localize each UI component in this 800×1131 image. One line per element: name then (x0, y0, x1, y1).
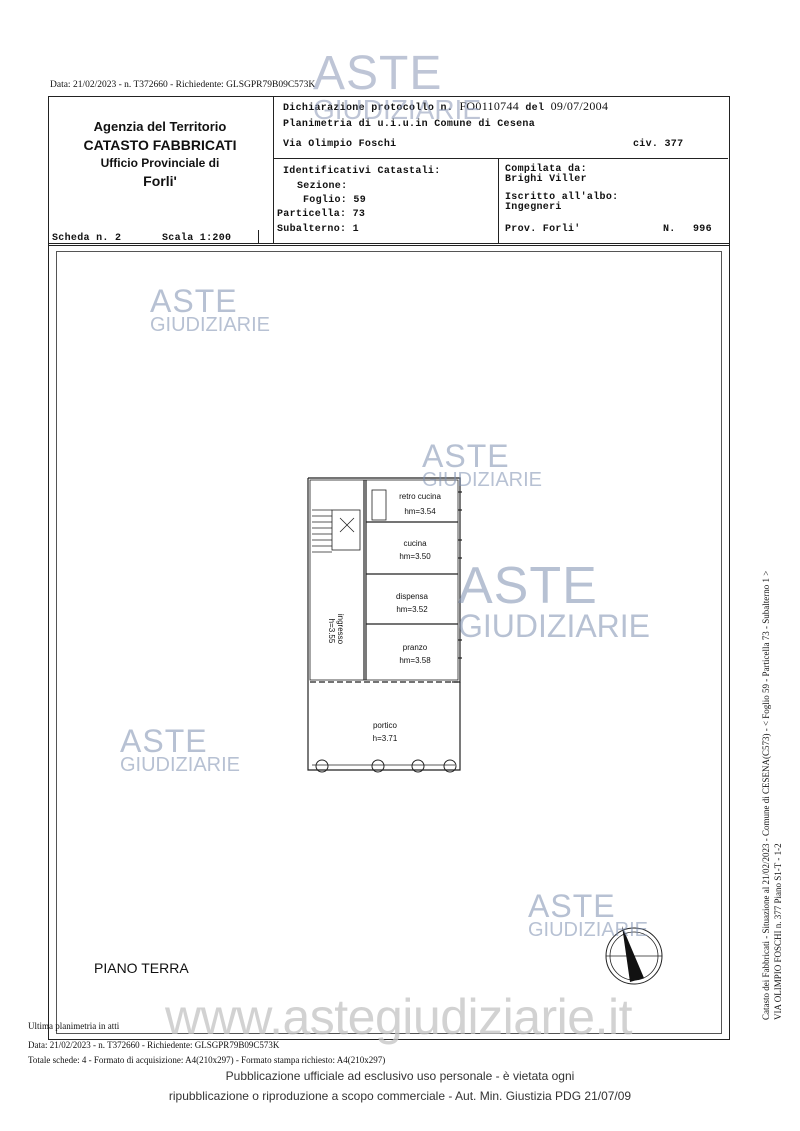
ufficio-label: Ufficio Provinciale di (100, 156, 220, 170)
room-ingresso: ingresso h=3.55 (327, 599, 345, 659)
declaration-line: Dichiarazione protocollo n. FO0110744 de… (283, 99, 608, 114)
province: Prov. Forli' (505, 224, 581, 235)
drawing-frame-inner (56, 251, 722, 1034)
albo-number: 996 (693, 224, 712, 235)
side-line-1: Catasto dei Fabbricati - Situazione al 2… (761, 570, 771, 1020)
floor-plan (307, 477, 462, 773)
publication-notice-2: ripubblicazione o riproduzione a scopo c… (168, 1089, 632, 1103)
publication-notice-1: Pubblicazione ufficiale ad esclusivo uso… (225, 1069, 575, 1083)
foglio-field: Foglio: 59 (303, 195, 367, 206)
ultima-planimetria: Ultima planimetria in atti (28, 1021, 120, 1031)
room-pranzo: pranzo hm=3.58 (375, 643, 455, 665)
watermark-sub: GIUDIZIARIE (150, 314, 271, 336)
watermark-sub: GIUDIZIARIE (458, 608, 651, 644)
room-height: hm=3.50 (399, 552, 431, 561)
scale: Scala 1:200 (162, 233, 232, 244)
header-divider (273, 158, 728, 159)
room-height: hm=3.52 (396, 605, 428, 614)
watermark-logo: ASTE GIUDIZIARIE (120, 725, 240, 775)
side-line-2: VIA OLIMPIO FOSCHI n. 377 Piano S1-T - 1… (773, 843, 783, 1020)
albo-block: Iscritto all'albo: Ingegneri (505, 193, 618, 213)
room-name: portico (372, 721, 397, 730)
watermark-brand: ASTE (313, 47, 443, 100)
watermark-site: www.astegiudiziarie.it (165, 989, 632, 1045)
header-divider (498, 158, 499, 244)
header-request-line: Data: 21/02/2023 - n. T372660 - Richiede… (50, 80, 316, 90)
sezione-field: Sezione: (297, 181, 348, 192)
compilata-name: Brighi Viller (505, 174, 587, 185)
room-retro-cucina: retro cucina hm=3.54 (385, 492, 455, 516)
room-portico: portico h=3.71 (345, 721, 425, 743)
iscritto-label: Iscritto all'albo: (505, 192, 619, 203)
room-cucina: cucina hm=3.50 (375, 539, 455, 561)
side-catasto-text: Catasto dei Fabbricati - Situazione al 2… (760, 571, 784, 1020)
agency-block: Agenzia del Territorio CATASTO FABBRICAT… (60, 118, 260, 190)
room-name: ingresso (336, 613, 345, 645)
scheda-divider (258, 230, 259, 244)
watermark-brand: ASTE (458, 557, 598, 615)
identificativi-title: Identificativi Catastali: (283, 166, 441, 177)
catasto-title: CATASTO FABBRICATI (83, 137, 237, 153)
watermark-brand: ASTE (120, 723, 208, 759)
declaration-label: Dichiarazione protocollo n. (283, 103, 454, 114)
watermark-sub: GIUDIZIARIE (422, 469, 543, 491)
bottom-format-line: Totale schede: 4 - Formato di acquisizio… (28, 1055, 386, 1065)
header-divider (273, 96, 274, 244)
ufficio-city: Forli' (143, 173, 177, 189)
header-box (48, 96, 730, 246)
scheda-number: Scheda n. 2 (52, 233, 122, 244)
room-height: h=3.71 (372, 734, 398, 743)
room-name: cucina (403, 539, 427, 548)
subalterno-field: Subalterno: 1 (277, 224, 359, 235)
civic-number: civ. 377 (633, 139, 684, 150)
watermark-sub: GIUDIZIARIE (313, 94, 482, 125)
watermark-brand: ASTE (150, 283, 238, 319)
compilata-label: Compilata da: (505, 164, 587, 175)
north-arrow-icon (605, 926, 663, 985)
watermark-brand: ASTE (422, 438, 510, 474)
room-height: hm=3.58 (399, 656, 431, 665)
floor-label: PIANO TERRA (94, 960, 189, 976)
protocol-number: FO0110744 (459, 99, 520, 113)
watermark-logo: ASTE GIUDIZIARIE (313, 50, 481, 124)
watermark-logo: ASTE GIUDIZIARIE (528, 890, 648, 940)
albo-n-label: N. (663, 224, 676, 235)
watermark-logo: ASTE GIUDIZIARIE (150, 285, 270, 335)
watermark-logo: ASTE GIUDIZIARIE (422, 440, 542, 490)
planimetria-line: Planimetria di u.i.u.in Comune di Cesena (283, 119, 536, 130)
declaration-date: 09/07/2004 (550, 99, 609, 113)
address-line: Via Olimpio Foschi (283, 139, 397, 150)
room-name: retro cucina (399, 492, 441, 501)
room-height: h=3.55 (327, 618, 336, 644)
watermark-sub: GIUDIZIARIE (120, 754, 241, 776)
watermark-sub: GIUDIZIARIE (528, 919, 649, 941)
room-dispensa: dispensa hm=3.52 (372, 592, 452, 614)
drawing-frame (48, 243, 730, 1040)
declaration-del: del (525, 103, 545, 114)
room-height: hm=3.54 (404, 507, 436, 516)
watermark-logo: ASTE GIUDIZIARIE (458, 560, 650, 642)
room-name: dispensa (395, 592, 429, 601)
bottom-request-line: Data: 21/02/2023 - n. T372660 - Richiede… (28, 1040, 280, 1050)
compilata-block: Compilata da: Brighi Viller (505, 165, 587, 185)
watermark-brand: ASTE (528, 888, 616, 924)
agency-name: Agenzia del Territorio (93, 119, 227, 134)
particella-field: Particella: 73 (277, 209, 366, 220)
albo-name: Ingegneri (505, 202, 562, 213)
room-name: pranzo (402, 643, 428, 652)
